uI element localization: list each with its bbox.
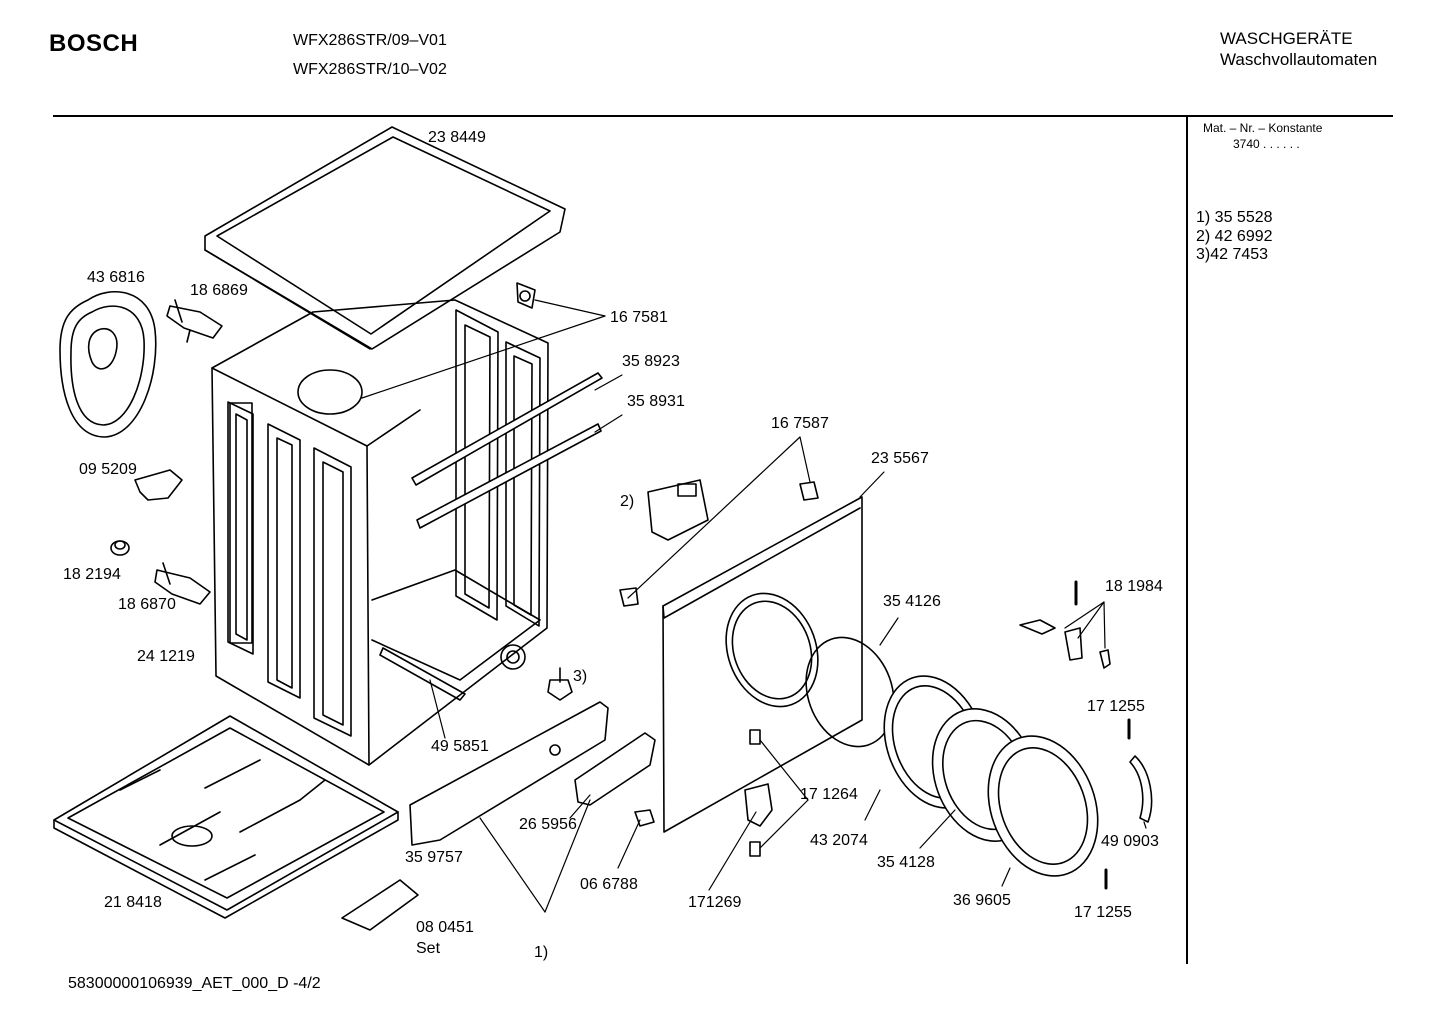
front-panel-part [662,496,863,833]
small-part-066788 [634,809,655,827]
part-label-167581: 16 7581 [610,309,668,326]
part-label-265956: 26 5956 [519,816,577,833]
part-label-490903: 49 0903 [1101,833,1159,850]
part-label-167587: 16 7587 [771,415,829,432]
rear-cover-part [59,290,157,438]
screw-part-3 [547,667,573,701]
part-label-set: Set [416,940,441,957]
part-label-235567: 23 5567 [871,450,929,467]
model-number-1: WFX286STR/09–V01 [293,32,447,49]
part-label-066788: 06 6788 [580,876,638,893]
sidebar-divider [1186,116,1188,964]
model-number-2: WFX286STR/10–V02 [293,61,447,78]
part-label-080451: 08 0451 [416,919,474,936]
document-code: 58300000106939_AET_000_D -4/2 [68,975,321,992]
part-label-footnote-3: 3) [573,668,588,685]
part-label-238449: 23 8449 [428,129,486,146]
part-label-359757: 35 9757 [405,849,463,866]
door-seal-ring-part [805,636,895,748]
part-label-218418: 21 8418 [104,894,162,911]
material-number-value: 3740 . . . . . . [1233,137,1300,151]
footnote-3: 3)42 7453 [1196,246,1269,263]
part-label-354128: 35 4128 [877,854,935,871]
part-label-369605: 36 9605 [953,892,1011,909]
foot-part-182194 [110,540,130,556]
part-label-186869: 18 6869 [190,282,248,299]
part-label-footnote-2: 2) [620,493,635,510]
category-subtitle: Waschvollautomaten [1220,50,1378,69]
part-label-171264: 17 1264 [800,786,858,803]
category-title: WASCHGERÄTE [1220,29,1353,48]
footnote-1: 1) 35 5528 [1196,209,1273,226]
part-label-171269: 171269 [688,894,742,911]
shock-absorber-bottom [154,562,211,605]
part-label-095209: 09 5209 [79,461,137,478]
hinge-part [744,729,773,857]
part-label-358923: 35 8923 [622,353,680,370]
door-frame-outer-part [987,735,1099,877]
part-label-495851: 49 5851 [431,738,489,755]
cross-rail-parts [411,282,603,529]
part-label-181984: 18 1984 [1105,578,1163,595]
header-divider [53,115,1393,117]
brand-logo: BOSCH [49,30,139,57]
footnote-2: 2) 42 6992 [1196,228,1273,245]
part-label-186870: 18 6870 [118,596,176,613]
door-lock-part [647,479,709,541]
part-label-354126: 35 4126 [883,593,941,610]
leader-lines [361,299,1147,913]
top-lid-part [204,126,566,350]
part-label-171255-bottom: 17 1255 [1074,904,1132,921]
set-bracket-080451 [341,879,419,931]
part-label-171255-top: 17 1255 [1087,698,1145,715]
clip-part-095209 [134,469,183,501]
part-label-footnote-1: 1) [534,944,549,961]
dispenser-panel-part [409,701,656,846]
part-label-436816: 43 6816 [87,269,145,286]
material-number-label: Mat. – Nr. – Konstante [1203,121,1323,135]
base-plate-part [53,715,399,919]
part-label-432074: 43 2074 [810,832,868,849]
part-label-182194: 18 2194 [63,566,121,583]
latch-parts-181984 [1019,580,1111,669]
part-label-241219: 24 1219 [137,648,195,665]
cabinet-part [211,299,549,766]
door-handle-part [1129,755,1153,823]
pin-parts-171255 [1104,718,1131,890]
shock-absorber-top [166,299,223,343]
part-label-358931: 35 8931 [627,393,685,410]
